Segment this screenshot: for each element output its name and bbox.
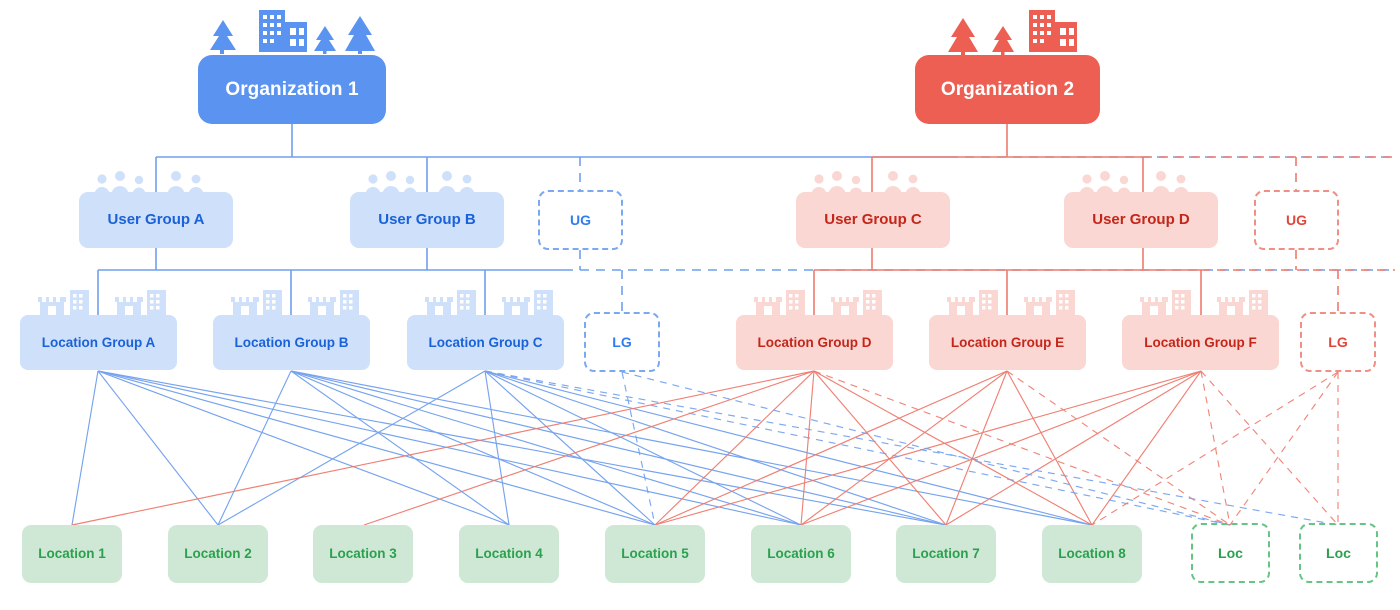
location-group-b-label: Location Group B bbox=[234, 334, 349, 350]
placeholder-user-group-red[interactable]: UG bbox=[1254, 190, 1339, 250]
membership-edges-red bbox=[71, 370, 1202, 526]
placeholder-location-group-red-label: LG bbox=[1328, 333, 1348, 350]
membership-edges-dashed-red bbox=[813, 370, 1339, 526]
location-4-label: Location 4 bbox=[475, 546, 543, 562]
location-group-a-label: Location Group A bbox=[41, 334, 156, 350]
membership-edges-blue bbox=[71, 370, 1093, 526]
location-2-label: Location 2 bbox=[184, 546, 252, 562]
people-group-icon bbox=[94, 171, 1189, 196]
node-user-group-d[interactable]: User Group D bbox=[1064, 192, 1218, 248]
placeholder-user-group-red-label: UG bbox=[1286, 211, 1307, 228]
placeholder-location-group-red[interactable]: LG bbox=[1300, 312, 1376, 372]
location-3-label: Location 3 bbox=[329, 546, 397, 562]
location-6-label: Location 6 bbox=[767, 546, 835, 562]
user-group-c-label: User Group C bbox=[824, 211, 922, 229]
location-group-f-label: Location Group F bbox=[1144, 334, 1257, 350]
node-location-6[interactable]: Location 6 bbox=[751, 525, 851, 583]
user-group-d-label: User Group D bbox=[1092, 211, 1190, 229]
location-group-c-label: Location Group C bbox=[428, 334, 543, 350]
location-8-label: Location 8 bbox=[1058, 546, 1126, 562]
user-group-b-label: User Group B bbox=[378, 211, 476, 229]
node-location-group-a[interactable]: Location Group A bbox=[20, 315, 177, 370]
node-location-group-c[interactable]: Location Group C bbox=[407, 315, 564, 370]
placeholder-user-group-blue-label: UG bbox=[570, 211, 591, 228]
node-user-group-b[interactable]: User Group B bbox=[350, 192, 504, 248]
node-location-1[interactable]: Location 1 bbox=[22, 525, 122, 583]
node-location-7[interactable]: Location 7 bbox=[896, 525, 996, 583]
location-7-label: Location 7 bbox=[912, 546, 980, 562]
placeholder-user-group-blue[interactable]: UG bbox=[538, 190, 623, 250]
node-user-group-c[interactable]: User Group C bbox=[796, 192, 950, 248]
node-location-5[interactable]: Location 5 bbox=[605, 525, 705, 583]
location-1-label: Location 1 bbox=[38, 546, 106, 562]
tree-edges-blue bbox=[97, 124, 949, 315]
node-location-group-e[interactable]: Location Group E bbox=[929, 315, 1086, 370]
tree-edges-red bbox=[813, 124, 1202, 315]
placeholder-location-1-label: Loc bbox=[1218, 544, 1243, 561]
node-location-4[interactable]: Location 4 bbox=[459, 525, 559, 583]
location-group-e-label: Location Group E bbox=[950, 334, 1065, 350]
city-skyline-trees-icon bbox=[210, 10, 1077, 55]
location-group-d-label: Location Group D bbox=[757, 334, 872, 350]
node-organization-2[interactable]: Organization 2 bbox=[915, 55, 1100, 124]
organization-1-label: Organization 1 bbox=[225, 78, 359, 100]
node-location-3[interactable]: Location 3 bbox=[313, 525, 413, 583]
placeholder-location-2-label: Loc bbox=[1326, 544, 1351, 561]
node-location-group-b[interactable]: Location Group B bbox=[213, 315, 370, 370]
tree-edges-red-dashed bbox=[1143, 156, 1395, 312]
location-5-label: Location 5 bbox=[621, 546, 689, 562]
node-organization-1[interactable]: Organization 1 bbox=[198, 55, 386, 124]
user-group-a-label: User Group A bbox=[107, 211, 205, 229]
node-location-group-d[interactable]: Location Group D bbox=[736, 315, 893, 370]
node-location-8[interactable]: Location 8 bbox=[1042, 525, 1142, 583]
node-location-2[interactable]: Location 2 bbox=[168, 525, 268, 583]
organization-2-label: Organization 2 bbox=[940, 78, 1075, 100]
placeholder-location-2[interactable]: Loc bbox=[1299, 523, 1378, 583]
node-location-group-f[interactable]: Location Group F bbox=[1122, 315, 1279, 370]
node-user-group-a[interactable]: User Group A bbox=[79, 192, 233, 248]
placeholder-location-group-blue-label: LG bbox=[612, 333, 632, 350]
membership-edges-dashed-blue bbox=[484, 370, 1339, 526]
placeholder-location-1[interactable]: Loc bbox=[1191, 523, 1270, 583]
placeholder-location-group-blue[interactable]: LG bbox=[584, 312, 660, 372]
